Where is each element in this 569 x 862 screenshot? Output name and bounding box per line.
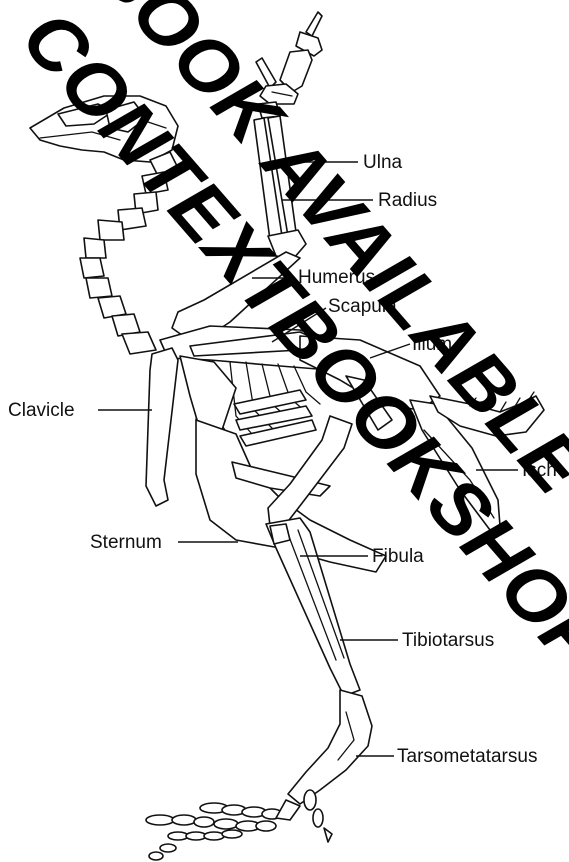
sternum-label: Sternum xyxy=(90,532,162,553)
foot-toes xyxy=(146,790,332,860)
tarsometatarsus-bone xyxy=(288,690,372,804)
fibula-label: Fibula xyxy=(372,546,424,567)
watermark: BOOK AVAILABLE CONTEXTBOOKSHOP xyxy=(5,0,569,687)
tarsometatarsus-label: Tarsometatarsus xyxy=(397,746,537,767)
tibiotarsus-label: Tibiotarsus xyxy=(402,630,494,651)
ulna-label: Ulna xyxy=(363,152,403,173)
clavicle-label: Clavicle xyxy=(8,400,75,421)
